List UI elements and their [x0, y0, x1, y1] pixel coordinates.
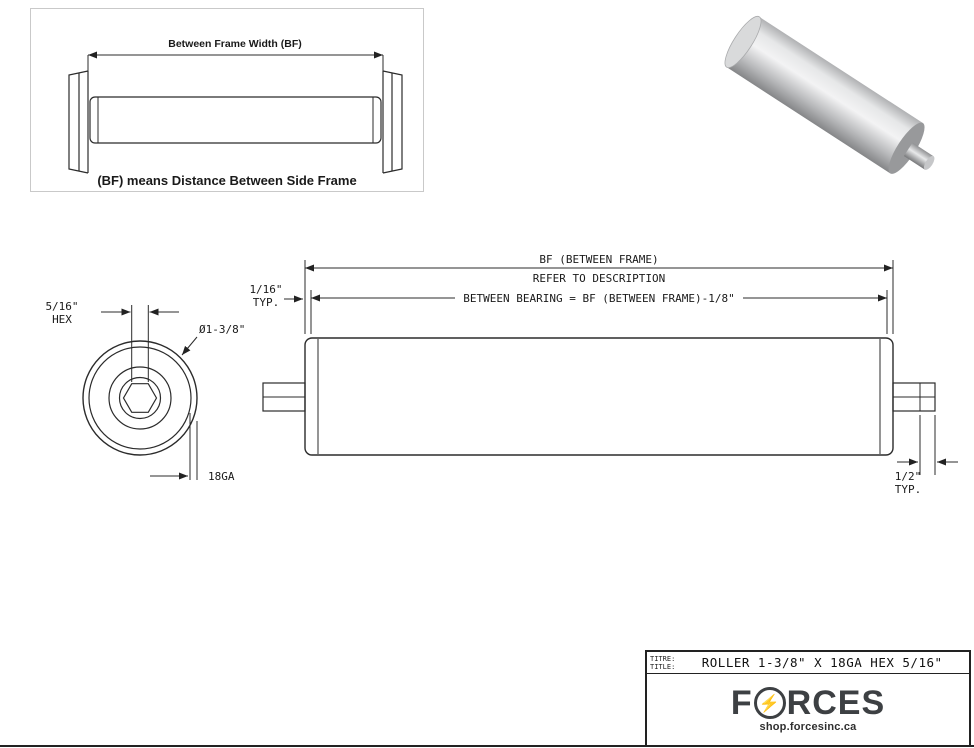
inset-right-frame	[382, 70, 403, 174]
typ-1-2-label1: 1/2"	[895, 470, 922, 483]
roller-tube	[304, 337, 894, 456]
diameter-label: Ø1-3/8"	[199, 323, 245, 336]
inset-dim-label: Between Frame Width (BF)	[168, 38, 302, 50]
bolt-icon: ⚡	[753, 687, 786, 719]
typ-1-16-label2: TYP.	[253, 296, 280, 309]
typ-1-2-label2: TYP.	[895, 483, 922, 496]
diameter-dimension: Ø1-3/8"	[181, 323, 245, 356]
inset-roller	[89, 96, 382, 144]
between-bearing-label: BETWEEN BEARING = BF (BETWEEN FRAME)-1/8…	[463, 292, 735, 305]
typ-1-16-label1: 1/16"	[249, 283, 282, 296]
hex-dimension: 5/16" HEX	[45, 300, 179, 382]
drawing-title: ROLLER 1-3/8" X 18GA HEX 5/16"	[701, 655, 943, 670]
roller-end-view	[82, 340, 198, 456]
bf-dim-label1: BF (BETWEEN FRAME)	[539, 253, 658, 266]
between-bearing-dimension: BETWEEN BEARING = BF (BETWEEN FRAME)-1/8…	[310, 290, 888, 334]
roller-3d-shaft-tip	[923, 155, 935, 170]
bf-explainer-inset: Between Frame Width (BF) (BF)	[30, 8, 424, 192]
inset-caption: (BF) means Distance Between Side Frame	[97, 173, 356, 188]
right-shaft	[892, 382, 936, 412]
title-block-brand-row: F ⚡ RCES shop.forcesinc.ca	[647, 674, 969, 745]
hex-bore	[122, 383, 158, 413]
title-label-fr: TITRE:	[650, 654, 676, 663]
forces-logo: F ⚡ RCES	[731, 686, 885, 720]
typ-1-16-dimension: 1/16" TYP.	[249, 283, 303, 309]
sheet-border-bottom	[0, 745, 974, 747]
roller-3d-body	[726, 16, 923, 174]
title-block-title-row: TITRE: TITLE: ROLLER 1-3/8" X 18GA HEX 5…	[647, 652, 969, 674]
roller-side-view	[262, 337, 936, 456]
gauge-dimension: 18GA	[150, 413, 235, 483]
hex-dim-label: 5/16"	[45, 300, 78, 313]
inset-bf-dimension	[87, 51, 384, 93]
typ-1-2-dimension: 1/2" TYP.	[895, 415, 958, 496]
left-shaft	[262, 382, 306, 412]
hex-dim-label2: HEX	[52, 313, 72, 326]
title-block: TITRE: TITLE: ROLLER 1-3/8" X 18GA HEX 5…	[645, 650, 971, 745]
main-technical-drawing: 5/16" HEX Ø1-3/8" 18GA	[45, 253, 958, 496]
inset-left-frame	[68, 70, 89, 174]
gauge-label: 18GA	[208, 470, 235, 483]
roller-3d-far-cap	[724, 15, 762, 69]
logo-letter-f: F	[730, 684, 753, 722]
title-label-en: TITLE:	[650, 662, 676, 671]
logo-letters-rces: RCES	[786, 684, 886, 722]
bf-dimension: BF (BETWEEN FRAME) REFER TO DESCRIPTION	[304, 253, 894, 334]
website-text: shop.forcesinc.ca	[759, 721, 857, 733]
bf-dim-label2: REFER TO DESCRIPTION	[533, 272, 665, 285]
roller-3d-image	[724, 15, 935, 174]
roller-3d-near-cap	[888, 122, 925, 174]
